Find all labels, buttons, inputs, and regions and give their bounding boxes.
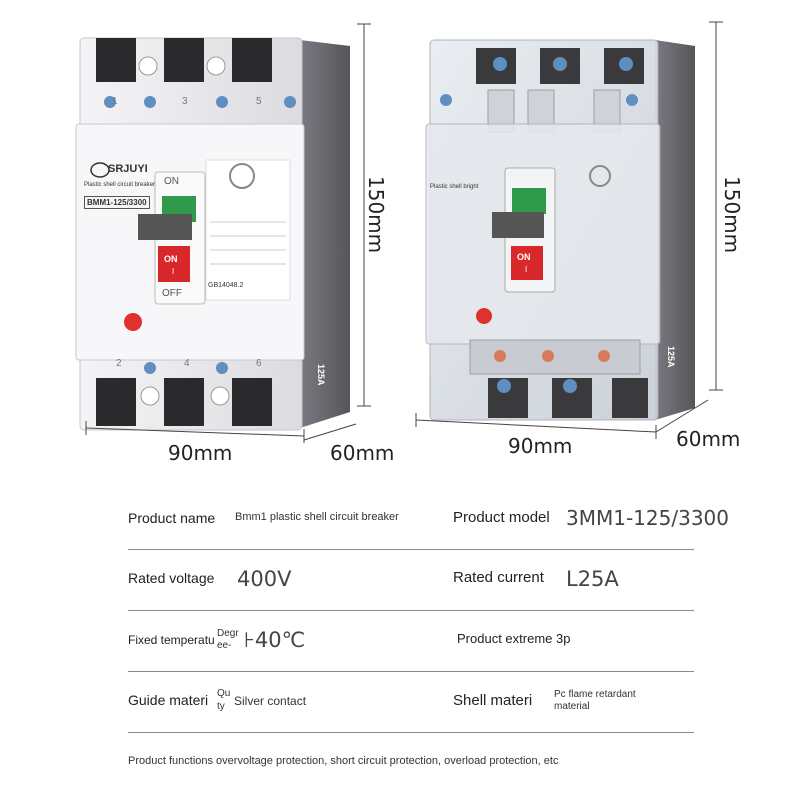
left-terminal-5: 5 [256, 96, 262, 107]
product-name-value: Bmm1 plastic shell circuit breaker [235, 511, 399, 523]
left-subtitle: Plastic shell circuit breaker [84, 182, 156, 188]
product-name-label: Product name [128, 510, 216, 526]
rated-voltage-value: 400V [237, 567, 292, 591]
product-model-value: 3MM1-125/3300 [566, 506, 729, 530]
rated-current-label: Rated current [453, 569, 544, 586]
product-illustrations: SRJUYI Plastic shell circuit breaker BMM… [75, 21, 744, 465]
fixed-temp-unit-2: ee- [217, 640, 232, 651]
rated-voltage-label: Rated voltage [128, 570, 215, 586]
guide-material-label: Guide materi [128, 692, 209, 708]
guide-unit-1: Qu [217, 688, 231, 699]
right-test-button [476, 308, 492, 324]
left-on-label: ON [164, 176, 179, 187]
left-terminal-2: 2 [116, 358, 122, 369]
left-model-plate: BMM1-125/3300 [84, 196, 150, 209]
right-handle-on-block [511, 246, 543, 280]
right-bottom-parts [469, 339, 648, 418]
left-side-panel [300, 40, 350, 428]
left-standard: GB14048.2 [208, 282, 244, 289]
right-off-flag [512, 188, 546, 214]
right-width-label: 90mm [508, 434, 573, 458]
left-terminal-6: 6 [256, 358, 262, 369]
right-handle [492, 212, 544, 238]
left-depth-label: 60mm [330, 441, 395, 465]
right-breaker [425, 39, 695, 421]
left-handle-on-sub: I [172, 267, 175, 276]
right-height-label: 150mm [720, 176, 744, 254]
right-handle-on-text: ON [517, 252, 531, 262]
row-divider [128, 671, 694, 672]
left-off-label: OFF [162, 288, 182, 299]
left-width-label: 90mm [168, 441, 233, 465]
left-handle-on-text: ON [164, 254, 178, 264]
breakers-drawing [75, 21, 723, 443]
product-functions: Product functions overvoltage protection… [128, 755, 559, 767]
shell-material-label: Shell materi [453, 692, 533, 709]
left-test-button [124, 313, 142, 331]
left-terminal-1: 1 [112, 96, 118, 107]
fixed-temp-unit-1: Degr [217, 628, 239, 639]
product-extreme-label: Product extreme 3p [457, 631, 571, 646]
right-rating-tag: 125A [666, 346, 676, 368]
fixed-temp-label: Fixed temperatu [128, 633, 215, 647]
fixed-temp-value: ⊦40℃ [244, 628, 306, 652]
left-handle [138, 214, 192, 240]
brand-logo-icon [90, 162, 110, 178]
left-top-terminals [96, 38, 296, 108]
left-rating-plate [205, 159, 291, 301]
left-brand: SRJUYI [108, 163, 148, 175]
row-divider [128, 610, 694, 611]
right-subtitle: Plastic shell bright [430, 184, 479, 190]
right-handle-on-sub: I [525, 265, 528, 274]
shell-material-value-1: Pc flame retardant [554, 689, 636, 700]
row-divider [128, 732, 694, 733]
left-terminal-3: 3 [182, 96, 188, 107]
left-height-label: 150mm [364, 176, 388, 254]
left-bottom-terminals [96, 362, 272, 426]
left-rating-tag: 125A [316, 364, 326, 386]
product-model-label: Product model [453, 509, 550, 526]
left-handle-on-block [158, 246, 190, 282]
ccc-mark-icon [589, 165, 611, 187]
row-divider [128, 549, 694, 550]
left-breaker [75, 37, 350, 431]
rated-current-value: L25A [566, 567, 619, 591]
left-terminal-4: 4 [184, 358, 190, 369]
ccc-mark-icon [229, 163, 255, 189]
guide-unit-2: ty [217, 701, 225, 712]
dimension-lines [85, 21, 723, 443]
right-side-panel [655, 40, 695, 420]
shell-material-value-2: material [554, 701, 590, 712]
right-depth-label: 60mm [676, 427, 741, 451]
guide-material-value: Silver contact [234, 694, 307, 708]
